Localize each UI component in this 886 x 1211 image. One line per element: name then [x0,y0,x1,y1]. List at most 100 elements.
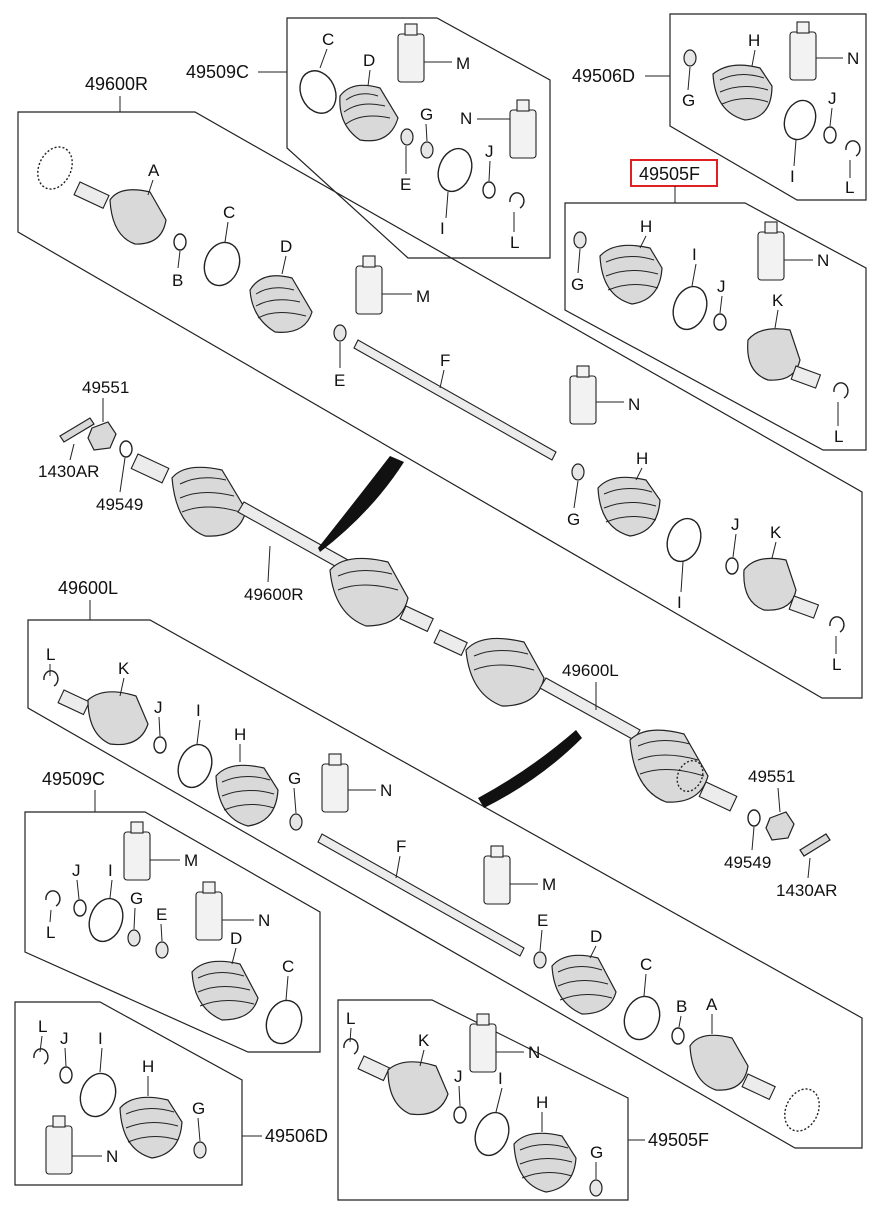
clamp-c-509c-lower [265,999,303,1045]
svg-text:G: G [571,275,584,294]
label-49506d-lower: 49506D [265,1126,328,1146]
svg-text:K: K [118,659,130,678]
svg-text:E: E [400,175,411,194]
ring-j-505f-lower [453,1106,467,1124]
svg-text:J: J [60,1029,69,1048]
clamp-c-600l [623,995,661,1041]
svg-text:L: L [38,1017,47,1036]
box-49600l [27,619,863,1149]
label-49509c-upper: 49509C [186,62,249,82]
svg-text:G: G [192,1099,205,1118]
svg-text:D: D [363,51,375,70]
inner-joint-main-l [465,637,545,707]
label-49600l-top: 49600L [58,578,118,598]
stub-shaft-505f-lower [357,1055,391,1082]
ring-j-r [725,557,739,575]
inner-stub-main-l [433,629,468,657]
inner-boot-h-505f-lower [513,1132,577,1193]
cotter-pin-lower [799,833,831,857]
clamp-i-505f [672,285,708,331]
snap-ring-l-r [829,616,845,633]
clamp-e-600l [533,951,547,969]
svg-text:L: L [46,645,55,664]
clamp-i-600l [177,743,213,789]
svg-text:D: D [590,927,602,946]
svg-text:L: L [46,923,55,942]
box-49509c-lower [24,811,321,1053]
svg-text:I: I [692,245,697,264]
clamp-e-r [333,324,347,342]
svg-text:K: K [772,291,784,310]
svg-text:H: H [536,1093,548,1112]
boot-clamp-c [299,70,337,114]
main-shaft-l [539,677,641,741]
svg-text:B: B [676,997,687,1016]
svg-text:N: N [847,49,859,68]
svg-text:G: G [590,1143,603,1162]
svg-text:N: N [258,911,270,930]
main-shaft-assembly: 1430AR 49551 49549 49600R 49600L 49549 4… [38,378,837,900]
clamp-c-r [203,241,241,287]
svg-text:K: K [418,1031,430,1050]
grease-tube-n-upper [509,109,537,159]
label-49505f-lower: 49505F [648,1130,709,1150]
svg-text:I: I [440,219,445,238]
svg-text:N: N [817,251,829,270]
grease-tube-n-509c-lower [195,891,223,941]
intermediate-shaft-f-r [353,339,557,461]
washer-49549-lower [747,809,761,827]
snap-ring-l-506d-lower [33,1048,49,1065]
svg-text:N: N [106,1147,118,1166]
svg-text:J: J [485,142,494,161]
group-49505f-lower-parts: L K J I N H G [343,1009,603,1197]
clamp-i-upper [437,147,473,193]
outer-joint-main-l [629,729,709,803]
svg-text:L: L [510,233,519,252]
svg-text:C: C [282,957,294,976]
tone-ring-600l [784,1088,820,1132]
svg-text:H: H [748,31,760,50]
svg-text:49549: 49549 [96,495,143,514]
group-49600l-parts: L K J I H G N F M E D C B A [43,645,820,1132]
svg-text:49600R: 49600R [244,585,304,604]
svg-text:N: N [380,781,392,800]
svg-text:N: N [528,1043,540,1062]
label-49509c-lower: 49509C [42,769,105,789]
svg-text:E: E [537,911,548,930]
snap-ring-l-upper [509,192,525,209]
tripod-joint-k-r [743,557,797,611]
svg-text:G: G [420,105,433,124]
tripod-joint-k-600l [87,691,149,746]
ring-j-506d [823,126,837,144]
group-49506d-upper-parts: G H N I J L [682,21,861,197]
clamp-i-r [666,517,702,563]
svg-text:H: H [234,725,246,744]
tone-ring-upper [37,146,73,190]
svg-text:J: J [717,277,726,296]
box-49505f-upper [564,202,867,451]
group-49600r-parts: A B C D M E F N G H I J K L [37,146,845,674]
clamp-g-505f [573,231,587,249]
svg-text:I: I [498,1069,503,1088]
grease-tube-n-r [569,375,597,425]
stub-shaft-r [788,595,820,619]
box-49506d-upper [669,13,867,201]
svg-text:1430AR: 1430AR [38,462,99,481]
svg-text:C: C [322,30,334,49]
ring-b-600l [671,1027,685,1045]
cotter-pin-upper [59,417,95,443]
box-49509c-upper [286,17,551,259]
grease-tube-n-506d-lower [45,1125,73,1175]
stub-shaft-505f [790,365,822,389]
svg-text:J: J [154,698,163,717]
svg-text:C: C [223,203,235,222]
svg-text:E: E [334,371,345,390]
outer-stub-main-r [130,453,170,484]
svg-text:M: M [184,851,198,870]
svg-text:M: M [456,54,470,73]
clamp-g-506d [683,49,697,67]
outer-stub-600l [741,1073,776,1101]
washer-49549-upper [119,440,133,458]
wedge-upper [318,456,404,552]
